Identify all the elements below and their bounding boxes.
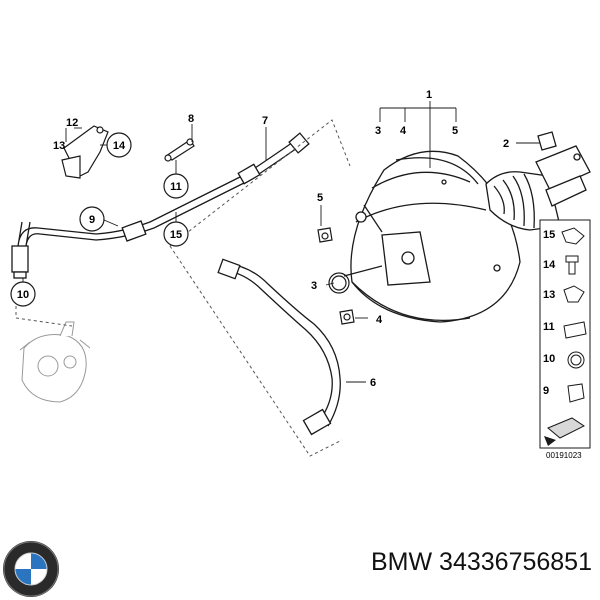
vacuum-pump	[19, 321, 91, 403]
svg-text:15: 15	[170, 229, 182, 241]
brand-part-caption: BMW 34336756851	[300, 548, 592, 577]
svg-text:11: 11	[543, 321, 555, 333]
bracket-12	[61, 125, 109, 179]
brand-name: BMW	[370, 548, 433, 576]
svg-text:11: 11	[170, 181, 182, 193]
circled-callouts: 14 11 9 15 10	[10, 132, 189, 307]
part-number: 34336756851	[439, 548, 592, 576]
vacuum-hose-7	[11, 132, 310, 279]
callout-14: 14	[106, 132, 132, 158]
brake-booster	[343, 131, 591, 323]
callout-2: 2	[503, 138, 509, 150]
callout-13: 13	[53, 140, 65, 152]
svg-text:15: 15	[543, 229, 555, 241]
legend-item-14: 14	[543, 255, 579, 275]
callout-5: 5	[452, 125, 458, 137]
callout-6: 6	[370, 377, 376, 389]
arrow-direction-icon	[544, 417, 585, 446]
svg-text:9: 9	[89, 214, 95, 226]
leader-lines	[22, 101, 540, 383]
callout-3b: 3	[311, 280, 317, 292]
legend-item-13: 13	[543, 285, 585, 303]
callouts: 1 3 4 5 2 7 8 12 13 5 3 4 6	[53, 89, 509, 389]
svg-text:13: 13	[543, 289, 555, 301]
svg-text:14: 14	[543, 259, 556, 271]
reference-number: 00191023	[546, 451, 582, 460]
dashed-outline	[15, 119, 351, 457]
parts-legend: 15 14 13 11 10 9 00191023	[539, 219, 591, 460]
callout-7: 7	[262, 115, 268, 127]
legend-item-11: 11	[543, 321, 587, 339]
bracket-8	[164, 138, 195, 162]
callout-9: 9	[79, 206, 105, 232]
callout-8: 8	[188, 113, 194, 125]
callout-3: 3	[375, 125, 381, 137]
svg-text:9: 9	[543, 385, 549, 397]
svg-text:10: 10	[17, 289, 29, 301]
callout-1: 1	[426, 89, 432, 101]
callout-12: 12	[66, 117, 78, 129]
svg-text:14: 14	[113, 140, 126, 152]
callout-5b: 5	[317, 192, 323, 204]
bmw-roundel-icon	[3, 541, 59, 597]
vacuum-line-6	[217, 258, 341, 436]
callout-4b: 4	[376, 314, 383, 326]
callout-4: 4	[400, 125, 407, 137]
callout-11: 11	[163, 173, 189, 199]
small-parts	[317, 227, 355, 325]
legend-item-10: 10	[543, 351, 585, 369]
legend-item-9: 9	[543, 383, 585, 403]
callout-15: 15	[163, 221, 189, 247]
legend-item-15: 15	[543, 227, 585, 245]
callout-10: 10	[10, 281, 36, 307]
svg-text:10: 10	[543, 353, 555, 365]
